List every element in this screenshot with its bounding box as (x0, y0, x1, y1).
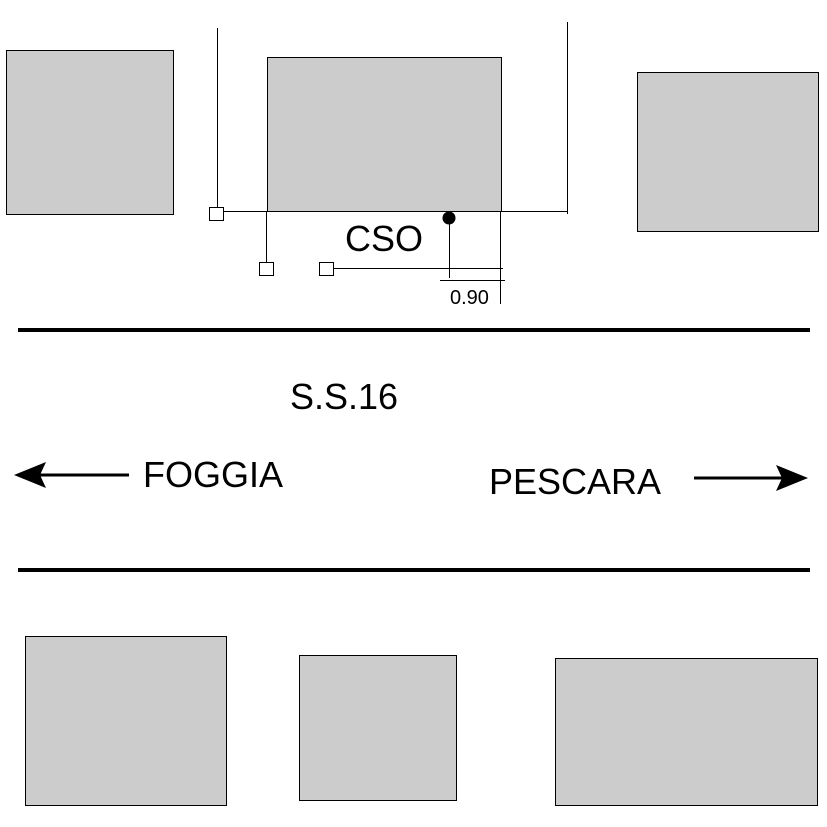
cso-label: CSO (345, 218, 423, 259)
foggia-label: FOGGIA (143, 454, 283, 495)
marker-square-2 (259, 262, 274, 276)
building-north-east (637, 72, 819, 232)
marker-square-3 (319, 262, 334, 276)
building-south-east (555, 658, 818, 806)
arrow-left-icon (14, 462, 46, 488)
pescara-label: PESCARA (489, 461, 661, 502)
arrow-right-icon (776, 465, 808, 491)
marker-square-1 (209, 207, 224, 221)
road-name-label: S.S.16 (290, 376, 398, 417)
building-north-west (6, 50, 174, 215)
cso-point-icon (442, 211, 456, 225)
distance-label: 0.90 (450, 287, 489, 309)
building-south-center (299, 655, 457, 801)
building-south-west (25, 636, 227, 806)
building-north-center (267, 57, 502, 212)
